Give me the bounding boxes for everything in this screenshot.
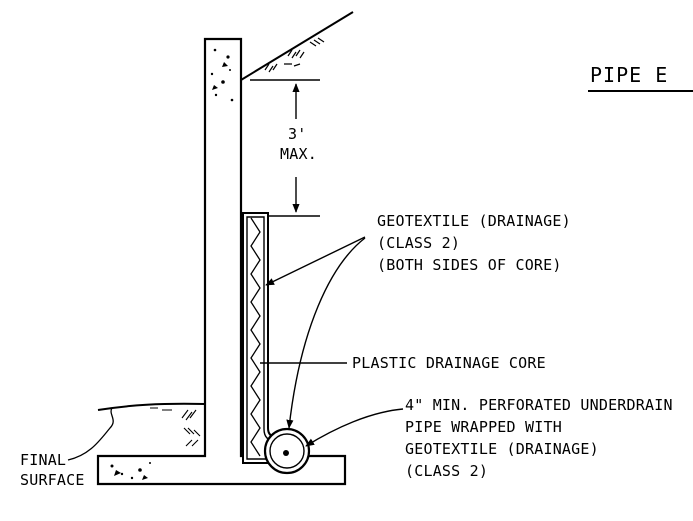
backfill-ground-line: [240, 11, 354, 81]
geotextile-leader-1: [265, 236, 366, 286]
underdrain-label: 4" MIN. PERFORATED UNDERDRAIN PIPE WRAPP…: [405, 396, 682, 480]
core-zigzag: [250, 217, 261, 457]
dimension-max: MAX.: [280, 145, 317, 163]
geotextile-label: GEOTEXTILE (DRAINAGE) (CLASS 2) (BOTH SI…: [377, 212, 580, 274]
dimension-value: 3': [288, 125, 306, 143]
final-surface-leader: [67, 407, 114, 461]
final-surface-line: [97, 402, 206, 411]
underdrain-label-line-3: GEOTEXTILE (DRAINAGE): [405, 440, 599, 458]
concrete-stipple: [110, 48, 234, 480]
underdrain-label-line-2: PIPE WRAPPED WITH: [405, 418, 562, 436]
geotextile-label-line-3: (BOTH SIDES OF CORE): [377, 256, 562, 274]
final-surface-line-2: SURFACE: [20, 471, 85, 489]
underdrain-leader: [305, 408, 404, 447]
detail-title: PIPE E: [590, 63, 668, 87]
geotextile-label-line-1: GEOTEXTILE (DRAINAGE): [377, 212, 571, 230]
geotextile-outer: [242, 212, 297, 464]
underdrain-label-line-1: 4" MIN. PERFORATED UNDERDRAIN: [405, 396, 673, 414]
final-surface-label: FINAL SURFACE: [20, 451, 85, 489]
pipe-center-mark: [283, 450, 289, 456]
final-surface-line-1: FINAL: [20, 451, 66, 469]
concrete-wall: [96, 37, 347, 486]
pipe-wrap-geotextile: [269, 433, 305, 469]
underdrain-label-line-4: (CLASS 2): [405, 462, 488, 480]
core-label: PLASTIC DRAINAGE CORE: [352, 354, 546, 372]
ground-hatch-top: [264, 37, 325, 73]
geotextile-leader-2: [286, 237, 366, 429]
geotextile-label-line-2: (CLASS 2): [377, 234, 460, 252]
ground-hatch-front: [150, 407, 201, 447]
